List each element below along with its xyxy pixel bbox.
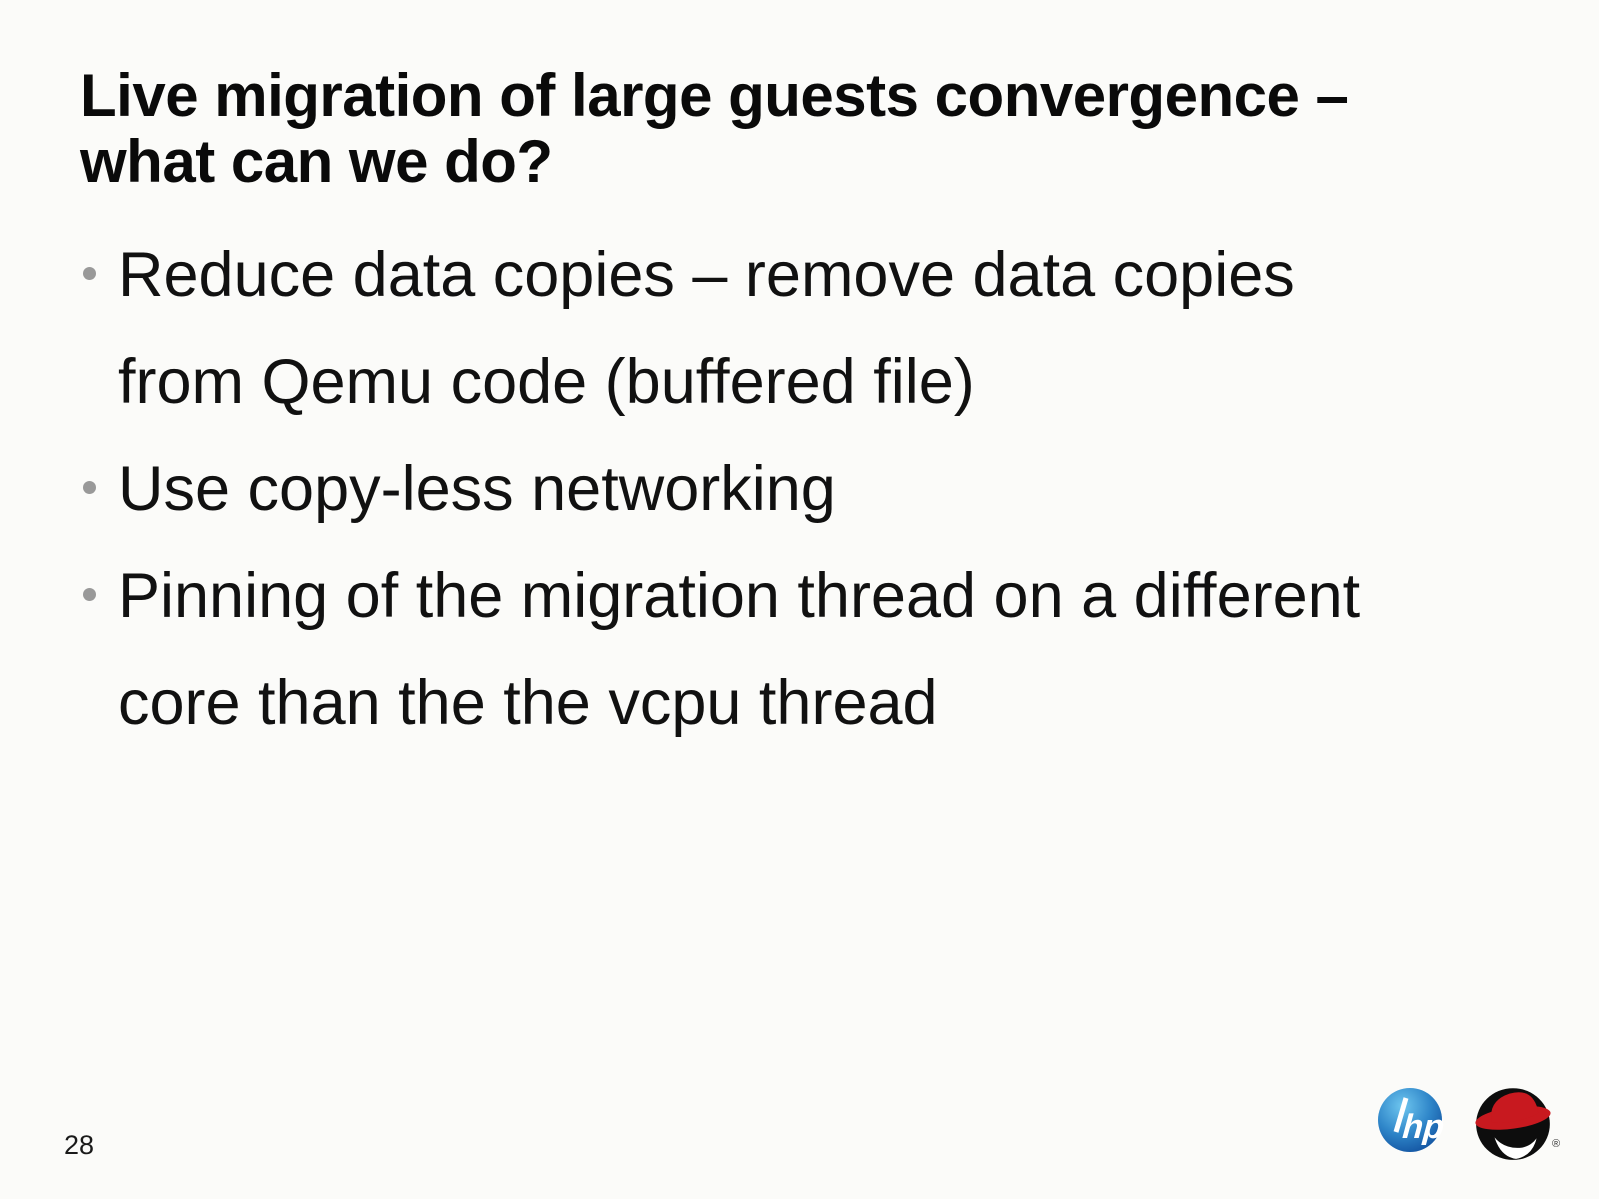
hp-logo-icon: hp: [1378, 1088, 1444, 1152]
hp-circle: [1378, 1088, 1442, 1152]
slide-title: Live migration of large guests convergen…: [80, 62, 1349, 195]
page-number: 28: [64, 1130, 95, 1160]
bullet-icon: [83, 267, 96, 280]
bullet-icon: [83, 588, 96, 601]
bullet-item: Use copy-less networking: [82, 436, 1437, 543]
bullet-item: Reduce data copies – remove data copies …: [82, 222, 1437, 436]
bullet-text: Use copy-less networking: [118, 454, 836, 524]
title-line-1: Live migration of large guests convergen…: [80, 62, 1349, 129]
redhat-hat-crown: [1491, 1092, 1539, 1123]
redhat-logo-icon: [1475, 1088, 1551, 1160]
hp-logo-text: hp: [1398, 1109, 1444, 1146]
registered-mark: ®: [1552, 1138, 1561, 1150]
bullet-icon: [83, 481, 96, 494]
bullet-text: Reduce data copies – remove data copies …: [118, 240, 1295, 417]
bullet-list: Reduce data copies – remove data copies …: [82, 222, 1437, 757]
hp-slash: [1393, 1097, 1409, 1133]
bullet-text: Pinning of the migration thread on a dif…: [118, 561, 1361, 738]
redhat-face: [1494, 1137, 1537, 1159]
title-line-2: what can we do?: [80, 128, 553, 195]
bullet-item: Pinning of the migration thread on a dif…: [82, 543, 1437, 757]
